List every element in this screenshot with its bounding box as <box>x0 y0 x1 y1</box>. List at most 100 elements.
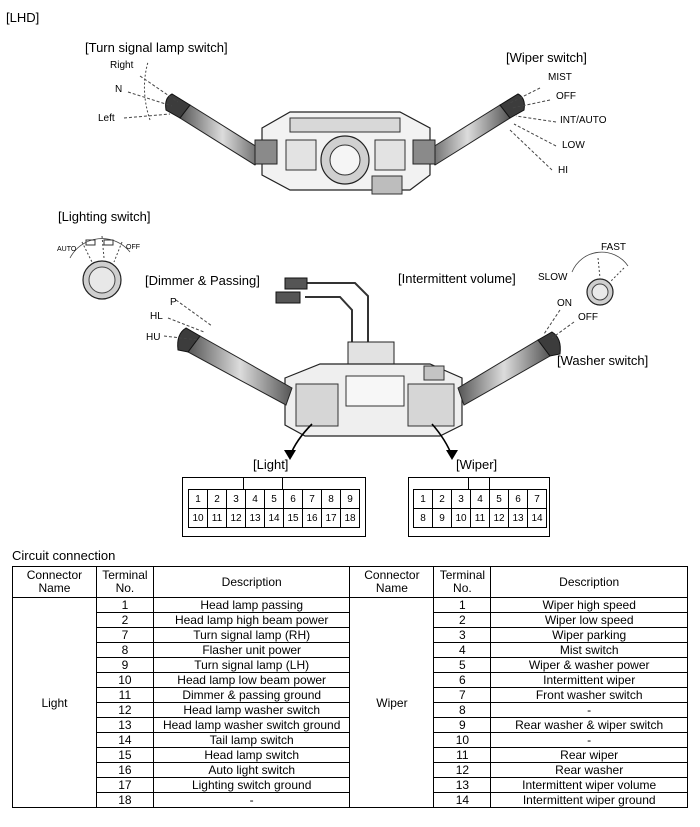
dimmer-p-label: P <box>170 297 177 308</box>
light-pin: 15 <box>283 508 303 528</box>
washer-on-label: ON <box>557 298 572 309</box>
light-pin: 4 <box>245 489 265 509</box>
intermittent-slow-label: SLOW <box>538 272 568 283</box>
terminal-no-cell: 9 <box>433 717 492 733</box>
terminal-no-cell: 12 <box>433 762 492 778</box>
header-terminal-no: Terminal No. <box>95 566 154 598</box>
table-header-row: Connector Name Terminal No. Description … <box>12 566 688 598</box>
description-cell: Wiper low speed <box>490 612 688 628</box>
terminal-no-cell: 15 <box>95 747 154 763</box>
terminal-no-cell: 16 <box>95 762 154 778</box>
light-pin: 3 <box>226 489 246 509</box>
description-cell: Tail lamp switch <box>152 732 351 748</box>
lighting-switch-title: [Lighting switch] <box>58 209 151 224</box>
terminal-no-cell: 14 <box>95 732 154 748</box>
terminal-no-cell: 1 <box>95 597 154 613</box>
terminal-no-cell: 2 <box>433 612 492 628</box>
wiper-low-label: LOW <box>562 140 585 151</box>
light-connector-title: [Light] <box>253 457 289 472</box>
wiper-pin: 1 <box>413 489 433 509</box>
wiper-pin: 7 <box>527 489 547 509</box>
description-cell: Flasher unit power <box>152 642 351 658</box>
light-pin: 2 <box>207 489 227 509</box>
light-pin: 1 <box>188 489 208 509</box>
turn-signal-switch-title: [Turn signal lamp switch] <box>85 40 228 55</box>
terminal-no-cell: 11 <box>433 747 492 763</box>
lhd-label: [LHD] <box>6 10 40 25</box>
light-pin: 7 <box>302 489 322 509</box>
wiper-connector-key <box>468 477 490 490</box>
description-cell: Wiper parking <box>490 627 688 643</box>
description-cell: Auto light switch <box>152 762 351 778</box>
intermittent-volume-title: [Intermittent volume] <box>398 271 516 286</box>
description-cell: Dimmer & passing ground <box>152 687 351 703</box>
wiper-off-label: OFF <box>556 91 576 102</box>
light-pin: 12 <box>226 508 246 528</box>
washer-switch-title: [Washer switch] <box>557 353 649 368</box>
description-cell: Wiper & washer power <box>490 657 688 673</box>
dimmer-hu-label: HU <box>146 332 161 343</box>
wiper-pin: 13 <box>508 508 528 528</box>
terminal-no-cell: 10 <box>95 672 154 688</box>
circuit-connection-table: Connector Name Terminal No. Description … <box>12 566 688 808</box>
light-pin: 11 <box>207 508 227 528</box>
terminal-no-cell: 3 <box>433 627 492 643</box>
wiper-pin-row-2: 8 9 10 11 12 13 14 <box>413 508 547 528</box>
wiper-switch-title: [Wiper switch] <box>506 50 587 65</box>
description-cell: - <box>490 702 688 718</box>
wiper-pin: 3 <box>451 489 471 509</box>
light-pin: 18 <box>340 508 360 528</box>
description-cell: Wiper high speed <box>490 597 688 613</box>
wiper-pin: 6 <box>508 489 528 509</box>
light-connector-key <box>243 477 283 490</box>
terminal-no-cell: 6 <box>433 672 492 688</box>
terminal-no-cell: 8 <box>95 642 154 658</box>
dimmer-passing-title: [Dimmer & Passing] <box>145 273 260 288</box>
terminal-no-cell: 5 <box>433 657 492 673</box>
turn-neutral-label: N <box>115 84 123 95</box>
description-cell: Rear wiper <box>490 747 688 763</box>
bottom-switch-assembly <box>163 251 629 460</box>
terminal-no-cell: 13 <box>433 777 492 793</box>
terminal-no-cell: 2 <box>95 612 154 628</box>
terminal-no-cell: 7 <box>433 687 492 703</box>
wiper-pin: 10 <box>451 508 471 528</box>
circuit-connection-title: Circuit connection <box>12 548 116 563</box>
lighting-off-label: OFF <box>126 244 140 251</box>
terminal-no-cell: 11 <box>95 687 154 703</box>
description-cell: Head lamp low beam power <box>152 672 351 688</box>
description-cell: Rear washer <box>490 762 688 778</box>
intermittent-fast-label: FAST <box>601 242 627 253</box>
terminal-no-cell: 9 <box>95 657 154 673</box>
wiper-pin: 14 <box>527 508 547 528</box>
light-pin-row-1: 1 2 3 4 5 6 7 8 9 <box>188 489 360 509</box>
wiper-pin: 11 <box>470 508 490 528</box>
description-cell: Lighting switch ground <box>152 777 351 793</box>
light-pin: 14 <box>264 508 284 528</box>
description-cell: Head lamp washer switch ground <box>152 717 351 733</box>
light-pin: 16 <box>302 508 322 528</box>
switch-assembly-illustration <box>69 61 629 460</box>
connector-name-wiper: Wiper <box>349 597 435 808</box>
light-pin: 13 <box>245 508 265 528</box>
description-cell: - <box>152 792 351 808</box>
description-cell: Front washer switch <box>490 687 688 703</box>
light-pin-row-2: 10 11 12 13 14 15 16 17 18 <box>188 508 360 528</box>
description-cell: Mist switch <box>490 642 688 658</box>
light-pin: 17 <box>321 508 341 528</box>
top-switch-assembly <box>123 61 557 195</box>
description-cell: Rear washer & wiper switch <box>490 717 688 733</box>
dimmer-hl-label: HL <box>150 311 163 322</box>
wiper-pin: 8 <box>413 508 433 528</box>
light-pin: 10 <box>188 508 208 528</box>
terminal-no-cell: 14 <box>433 792 492 808</box>
